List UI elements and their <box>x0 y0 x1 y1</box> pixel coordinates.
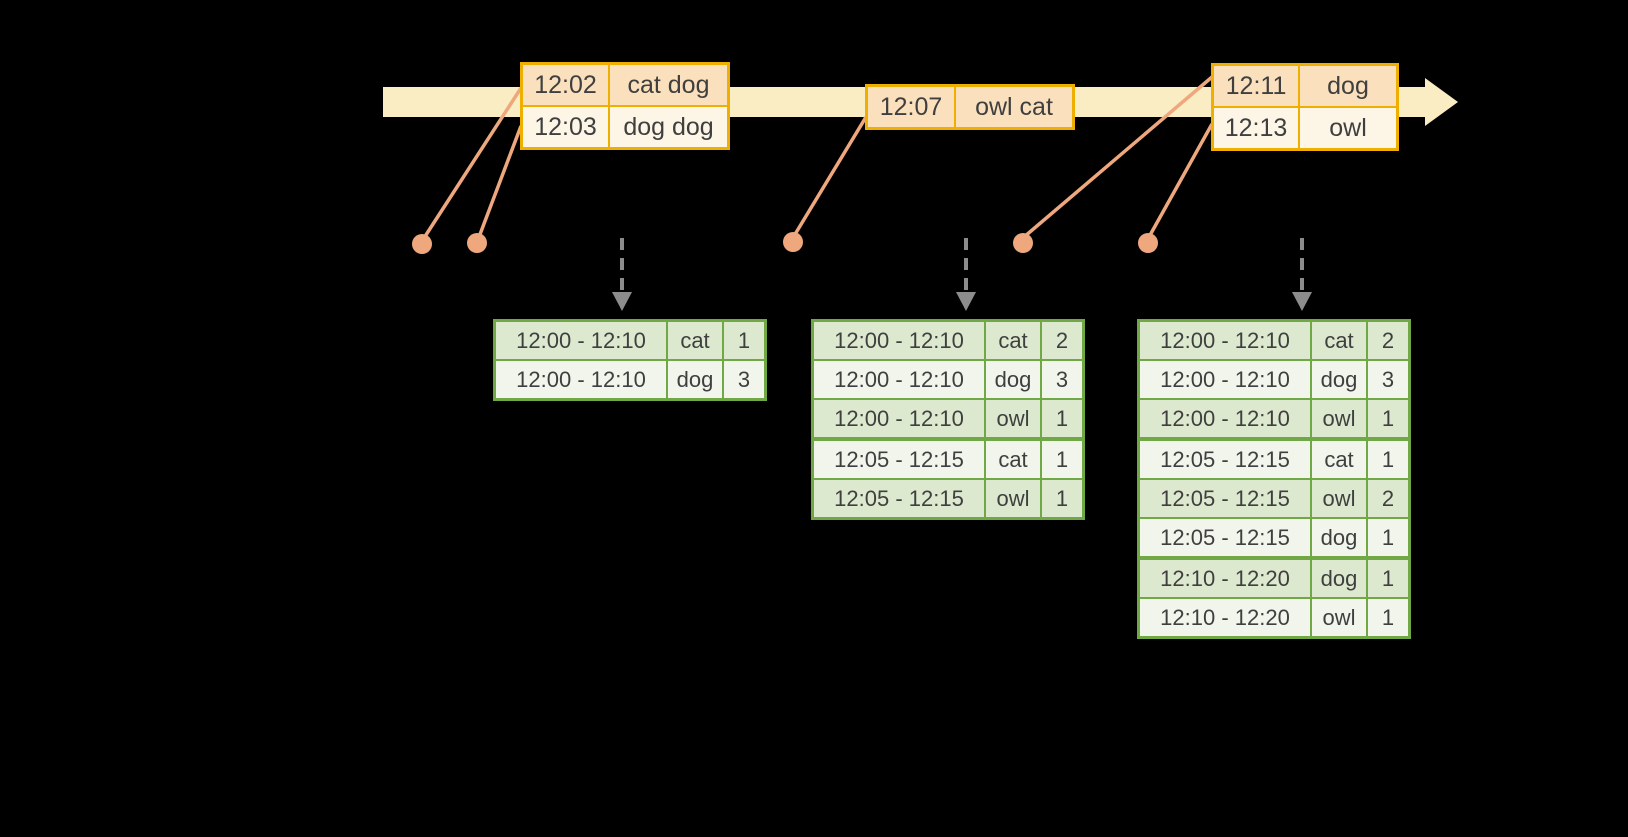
event-connector-line <box>1147 123 1214 238</box>
table-cell: 12:00 - 12:10 <box>1140 322 1310 359</box>
table-cell: 12:03 <box>523 107 608 147</box>
table-cell: 2 <box>1366 322 1408 359</box>
table-cell: 12:00 - 12:10 <box>496 322 666 359</box>
table-cell: cat <box>1310 322 1366 359</box>
table-cell: 1 <box>722 322 764 359</box>
table-cell: dog <box>666 361 722 398</box>
table-cell: 12:02 <box>523 65 608 105</box>
table-cell: 12:00 - 12:10 <box>814 400 984 437</box>
event-dot <box>783 232 803 252</box>
table-cell: 1 <box>1366 560 1408 597</box>
table-cell: dog <box>1310 361 1366 398</box>
table-cell: dog dog <box>608 107 727 147</box>
table-cell: dog <box>984 361 1040 398</box>
table-cell: 1 <box>1366 441 1408 478</box>
table-cell: dog <box>1310 519 1366 556</box>
table-cell: 12:07 <box>868 87 954 127</box>
table-cell: dog <box>1310 560 1366 597</box>
table-cell: 12:00 - 12:10 <box>496 361 666 398</box>
table-cell: 12:00 - 12:10 <box>814 361 984 398</box>
table-cell: cat <box>666 322 722 359</box>
table-cell: cat <box>1310 441 1366 478</box>
event-dot <box>1013 233 1033 253</box>
timeline-arrowhead-icon <box>1425 78 1458 126</box>
table-cell: 1 <box>1040 400 1082 437</box>
table-cell: owl <box>1310 400 1366 437</box>
table-cell: 12:00 - 12:10 <box>1140 361 1310 398</box>
trigger-arrowhead-icon <box>1292 292 1312 311</box>
event-dot <box>412 234 432 254</box>
table-cell: cat dog <box>608 65 727 105</box>
table-cell: 12:13 <box>1214 108 1298 148</box>
table-cell: 12:00 - 12:10 <box>814 322 984 359</box>
table-cell: owl <box>1310 480 1366 517</box>
table-cell: 1 <box>1366 599 1408 636</box>
table-cell: 12:05 - 12:15 <box>814 480 984 517</box>
table-cell: owl <box>984 480 1040 517</box>
table-cell: 12:10 - 12:20 <box>1140 560 1310 597</box>
table-cell: owl <box>1310 599 1366 636</box>
table-cell: 12:10 - 12:20 <box>1140 599 1310 636</box>
event-connector-line <box>477 125 523 238</box>
table-cell: cat <box>984 322 1040 359</box>
table-cell: 12:05 - 12:15 <box>1140 480 1310 517</box>
table-cell: 12:05 - 12:15 <box>1140 519 1310 556</box>
table-cell: 3 <box>722 361 764 398</box>
table-cell: owl cat <box>954 87 1072 127</box>
table-cell: 1 <box>1040 480 1082 517</box>
table-cell: 2 <box>1040 322 1082 359</box>
event-connector-line <box>792 116 868 237</box>
table-cell: cat <box>984 441 1040 478</box>
trigger-arrowhead-icon <box>612 292 632 311</box>
table-cell: owl <box>1298 108 1396 148</box>
table-cell: 12:00 - 12:10 <box>1140 400 1310 437</box>
table-cell: 1 <box>1366 519 1408 556</box>
table-cell: 1 <box>1040 441 1082 478</box>
table-cell: 2 <box>1366 480 1408 517</box>
trigger-arrowhead-icon <box>956 292 976 311</box>
table-cell: 12:05 - 12:15 <box>814 441 984 478</box>
event-dot <box>467 233 487 253</box>
table-cell: dog <box>1298 66 1396 106</box>
table-cell: 12:11 <box>1214 66 1298 106</box>
table-cell: 3 <box>1366 361 1408 398</box>
event-dot <box>1138 233 1158 253</box>
table-cell: owl <box>984 400 1040 437</box>
table-cell: 1 <box>1366 400 1408 437</box>
table-cell: 12:05 - 12:15 <box>1140 441 1310 478</box>
table-cell: 3 <box>1040 361 1082 398</box>
